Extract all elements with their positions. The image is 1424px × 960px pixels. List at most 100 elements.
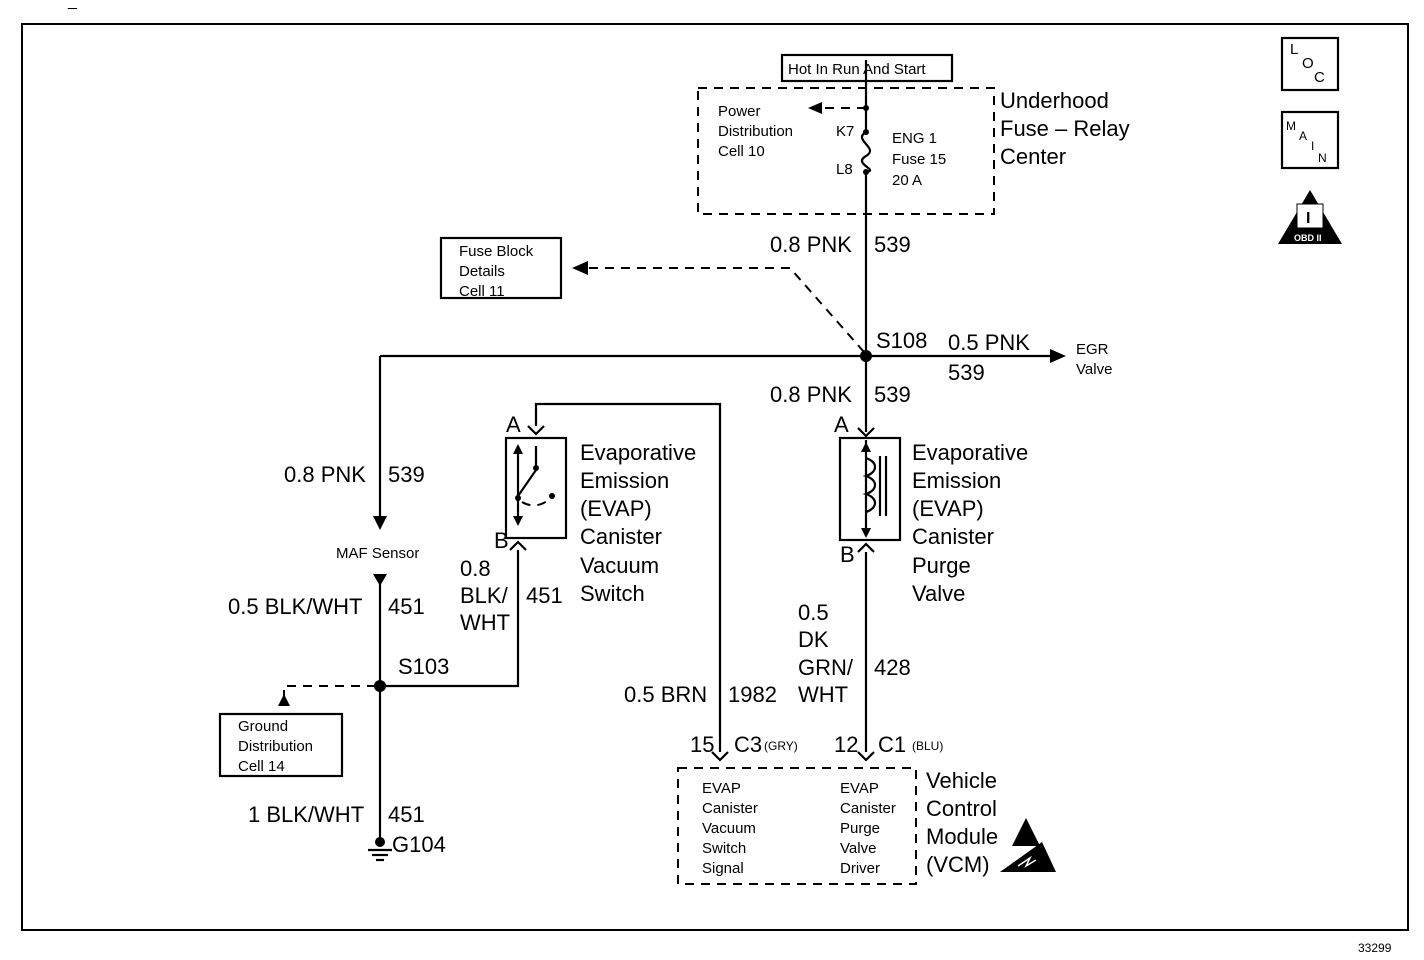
esd-warning-icon <box>1000 818 1056 872</box>
svg-text:Details: Details <box>459 263 505 280</box>
wire-ground-circuit: 451 <box>388 802 425 827</box>
ground-ref-link <box>283 685 376 698</box>
svg-text:A: A <box>506 412 521 437</box>
svg-text:428: 428 <box>874 655 911 680</box>
svg-text:12: 12 <box>834 732 858 757</box>
wire-maf-out-gauge: 0.5 BLK/WHT <box>228 594 362 619</box>
svg-text:0.5: 0.5 <box>798 600 829 625</box>
main-badge: M A I N <box>1280 110 1340 170</box>
svg-text:Fuse 15: Fuse 15 <box>892 151 946 168</box>
svg-text:Evaporative: Evaporative <box>912 440 1028 465</box>
svg-text:0.8: 0.8 <box>460 556 491 581</box>
svg-text:A: A <box>834 412 849 437</box>
svg-text:B: B <box>494 528 509 553</box>
vcm-c3-connector: 15 C3 (GRY) <box>690 732 798 762</box>
svg-text:(GRY): (GRY) <box>764 739 798 753</box>
wire-1982 <box>534 402 722 752</box>
svg-text:A: A <box>1299 129 1307 143</box>
svg-text:15: 15 <box>690 732 714 757</box>
vacuum-switch-name: Evaporative Emission (EVAP) Canister Vac… <box>580 440 696 606</box>
figure-number: 33299 <box>1358 941 1392 955</box>
vcm-vacuum-signal-function: EVAP Canister Vacuum Switch Signal <box>702 780 758 877</box>
splice-s103 <box>374 680 386 692</box>
svg-text:Distribution: Distribution <box>238 738 313 755</box>
wire-purge-feed-circuit: 539 <box>874 382 911 407</box>
wire-egr-gauge: 0.5 PNK <box>948 330 1030 355</box>
vcm-box <box>677 767 917 885</box>
diagram-border <box>21 23 1409 931</box>
svg-text:C3: C3 <box>734 732 762 757</box>
svg-text:M: M <box>1286 119 1296 133</box>
svg-text:Power: Power <box>718 103 761 120</box>
svg-text:DK: DK <box>798 627 829 652</box>
obd-ii-icon: I OBD II <box>1278 190 1342 244</box>
wire-top-circuit: 539 <box>874 232 911 257</box>
svg-text:WHT: WHT <box>798 682 848 707</box>
svg-text:C: C <box>1314 69 1325 86</box>
ground-distribution-ref: Ground Distribution Cell 14 <box>218 712 344 778</box>
svg-text:Vacuum: Vacuum <box>580 553 659 578</box>
svg-text:Canister: Canister <box>702 800 758 817</box>
wire-451-switch <box>380 550 520 688</box>
svg-text:Distribution: Distribution <box>718 123 793 140</box>
svg-text:Switch: Switch <box>580 581 645 606</box>
vcm-purge-driver-function: EVAP Canister Purge Valve Driver <box>840 780 896 877</box>
svg-text:Center: Center <box>1000 144 1066 169</box>
svg-text:B: B <box>840 542 855 567</box>
loc-badge: L O C <box>1280 36 1340 92</box>
svg-text:BLK/: BLK/ <box>460 583 509 608</box>
ground-ref-arrow-icon <box>278 694 290 706</box>
wire-maf-feed-circuit: 539 <box>388 462 425 487</box>
svg-text:Canister: Canister <box>912 524 994 549</box>
wire-maf-feed-gauge: 0.8 PNK <box>284 462 366 487</box>
svg-text:Hot In Run And Start: Hot In Run And Start <box>788 61 926 78</box>
ground-symbol-icon <box>368 837 392 862</box>
underhood-fuse-box <box>697 87 995 215</box>
svg-text:Driver: Driver <box>840 860 880 877</box>
wire-1982-circuit: 1982 <box>728 682 777 707</box>
svg-text:Fuse Block: Fuse Block <box>459 243 534 260</box>
wire-ground-gauge: 1 BLK/WHT <box>248 802 364 827</box>
svg-text:Emission: Emission <box>580 468 669 493</box>
svg-text:OBD II: OBD II <box>1294 233 1322 243</box>
svg-text:20 A: 20 A <box>892 172 922 189</box>
svg-text:Underhood: Underhood <box>1000 88 1109 113</box>
svg-text:L8: L8 <box>836 161 853 178</box>
egr-arrow-icon <box>1050 349 1066 363</box>
svg-text:Cell 10: Cell 10 <box>718 143 765 160</box>
wire-purge-feed-gauge: 0.8 PNK <box>770 382 852 407</box>
vcm-name: Vehicle Control Module (VCM) <box>926 768 998 877</box>
svg-text:Vehicle: Vehicle <box>926 768 997 793</box>
svg-text:Purge: Purge <box>840 820 880 837</box>
svg-text:O: O <box>1302 55 1314 72</box>
svg-text:Ground: Ground <box>238 718 288 735</box>
svg-text:WHT: WHT <box>460 610 510 635</box>
svg-text:N: N <box>1318 151 1327 165</box>
maf-sensor-label: MAF Sensor <box>336 545 419 562</box>
splice-s103-label: S103 <box>398 654 449 679</box>
wire-428-label: 0.5 DK GRN/ WHT 428 <box>798 600 911 707</box>
wire-1982-gauge: 0.5 BRN <box>624 682 707 707</box>
evap-vacuum-switch: A B <box>494 412 568 553</box>
svg-text:Module: Module <box>926 824 998 849</box>
svg-text:Cell 14: Cell 14 <box>238 758 285 775</box>
svg-text:Switch: Switch <box>702 840 746 857</box>
evap-purge-valve: A B <box>834 412 902 567</box>
svg-text:Evaporative: Evaporative <box>580 440 696 465</box>
fuse-block-ref: Fuse Block Details Cell 11 <box>439 236 865 353</box>
svg-text:Signal: Signal <box>702 860 744 877</box>
svg-text:I: I <box>1306 210 1310 227</box>
svg-text:EVAP: EVAP <box>702 780 741 797</box>
svg-text:Canister: Canister <box>840 800 896 817</box>
svg-text:Control: Control <box>926 796 997 821</box>
purge-valve-name: Evaporative Emission (EVAP) Canister Pur… <box>912 440 1028 606</box>
wire-451-switch-label: 0.8 BLK/ WHT 451 <box>460 556 563 635</box>
svg-text:K7: K7 <box>836 123 854 140</box>
egr-valve-label-1: EGR <box>1076 341 1109 358</box>
svg-text:Purge: Purge <box>912 553 971 578</box>
splice-s108-label: S108 <box>876 328 927 353</box>
svg-text:Cell 11: Cell 11 <box>459 283 505 300</box>
svg-text:Valve: Valve <box>840 840 876 857</box>
svg-text:(EVAP): (EVAP) <box>580 496 652 521</box>
svg-text:Canister: Canister <box>580 524 662 549</box>
